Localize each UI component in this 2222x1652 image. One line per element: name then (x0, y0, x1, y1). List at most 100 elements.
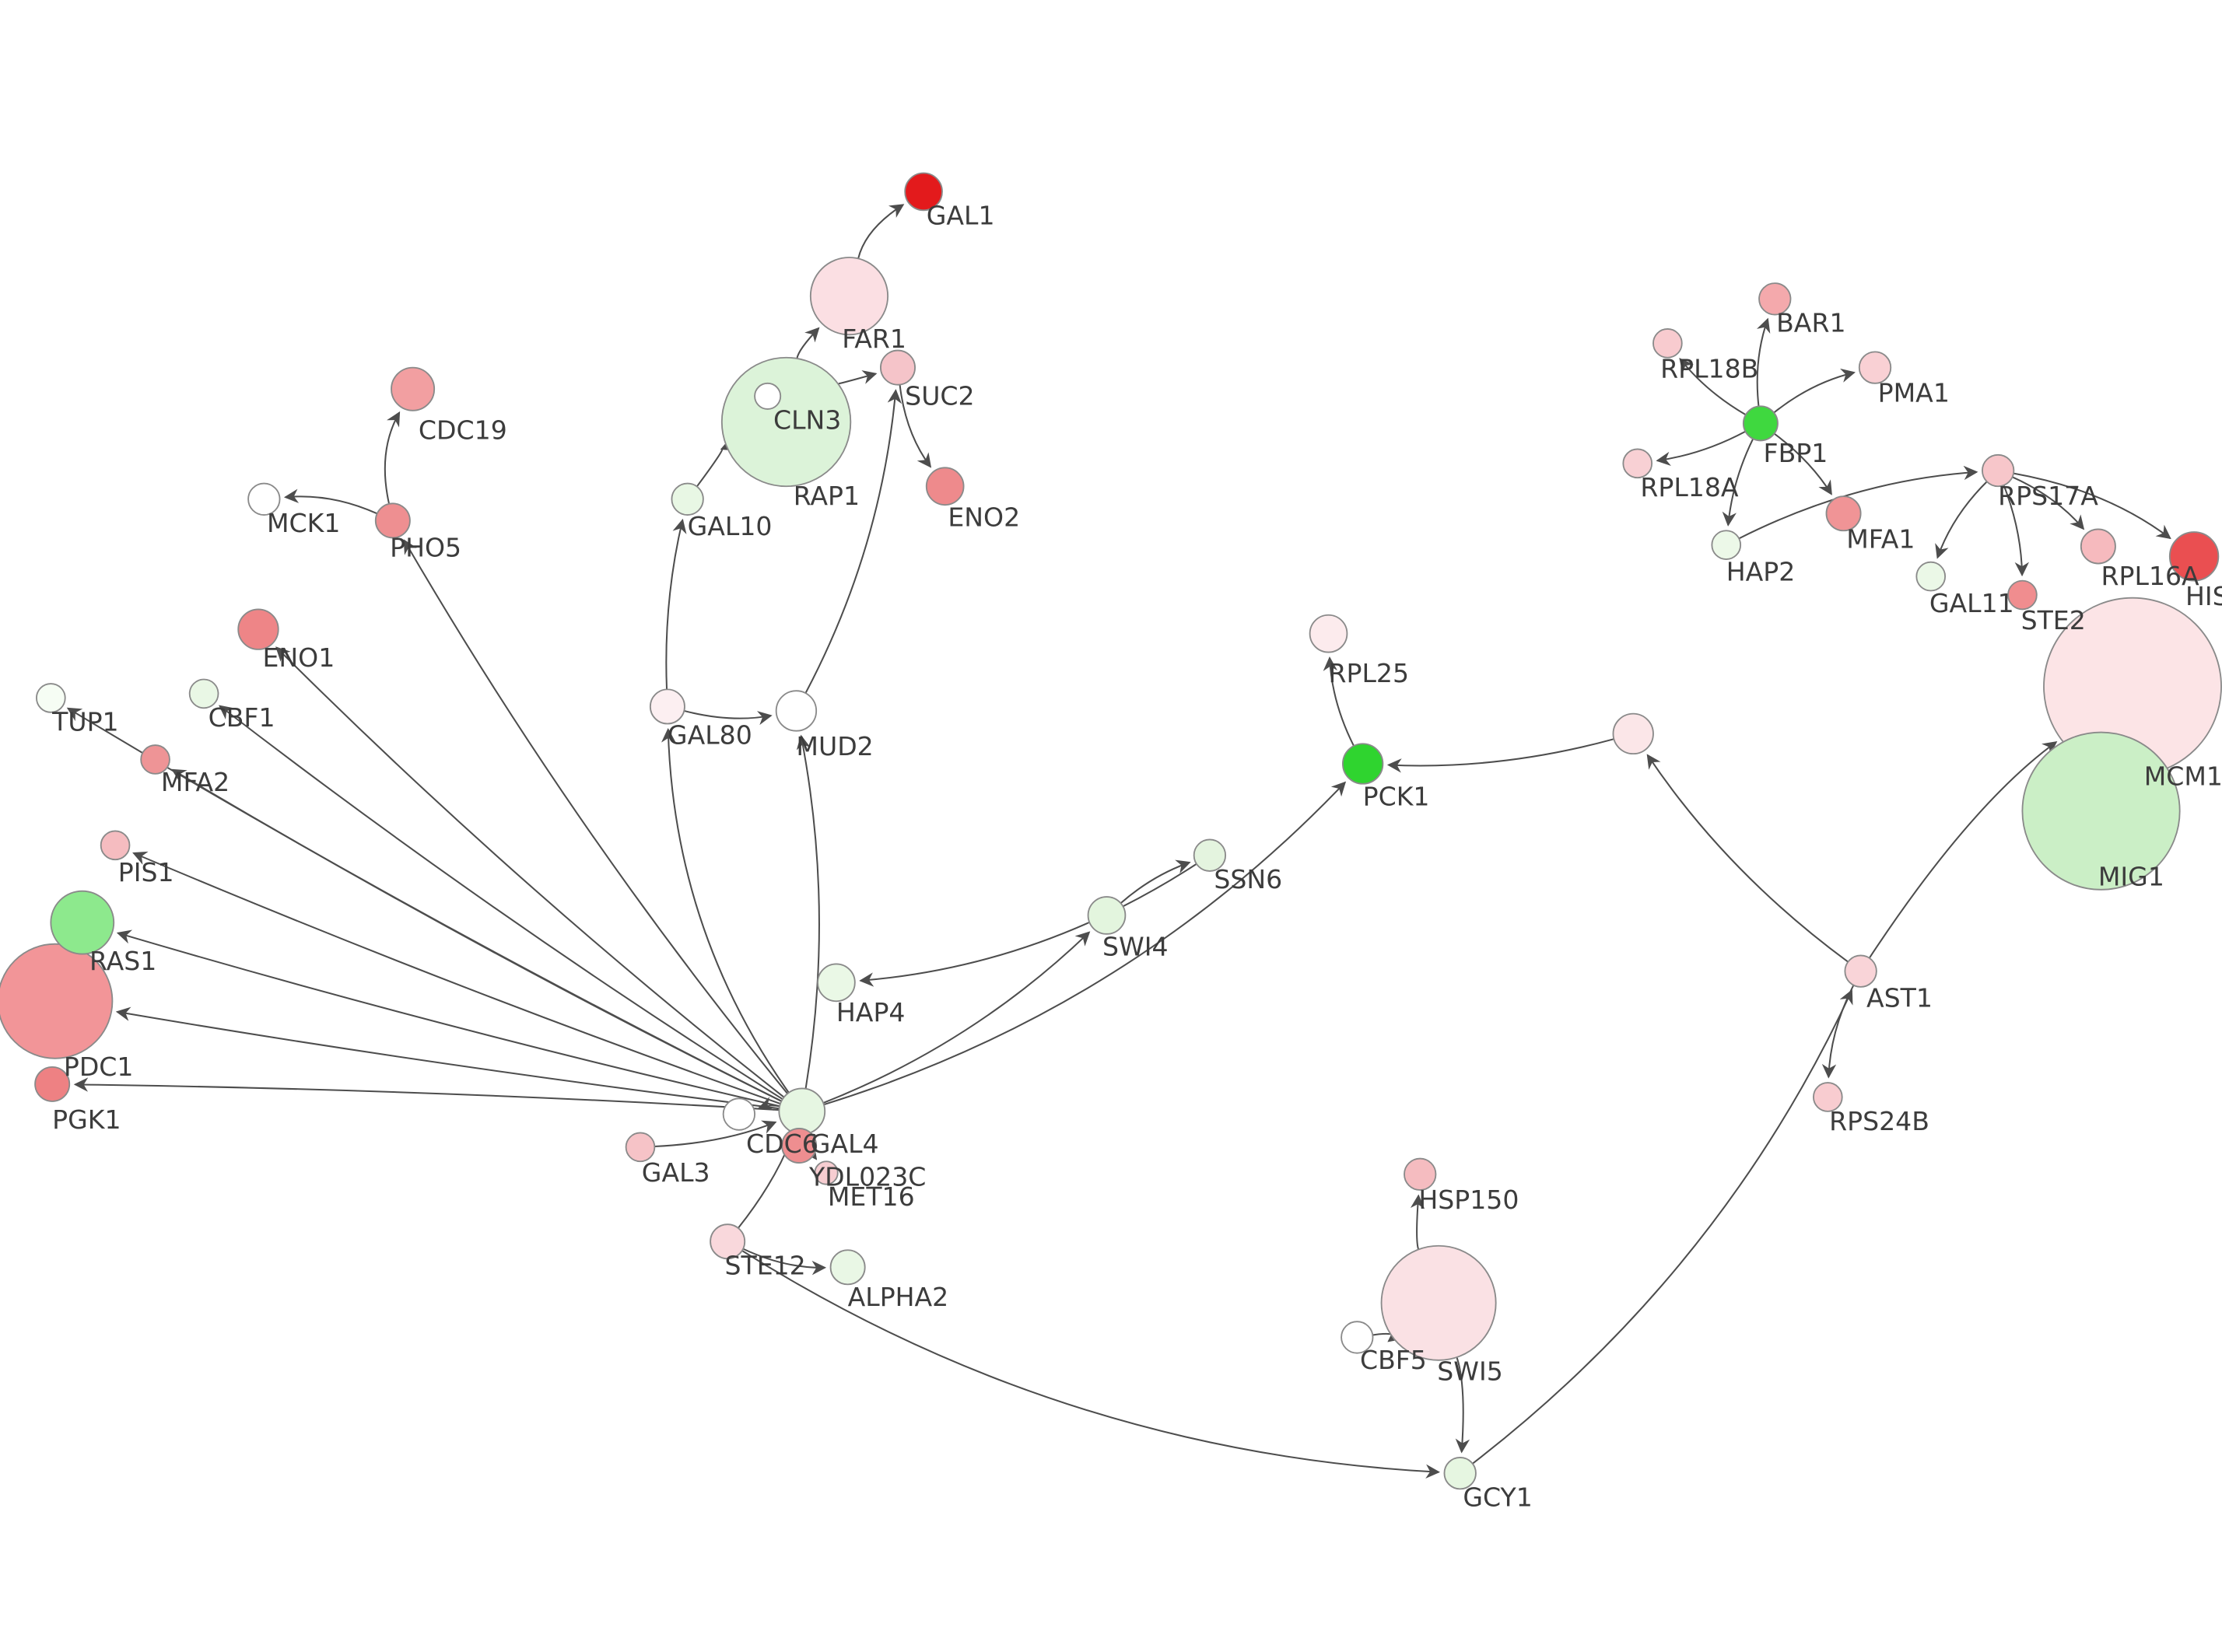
edge-rap1-far1[interactable] (796, 327, 820, 359)
edge-gal4-swi4[interactable] (822, 931, 1091, 1104)
edge-gal4-pck1[interactable] (823, 781, 1347, 1106)
edge-fbp1-rpl18a[interactable] (1656, 430, 1746, 467)
node-bar1[interactable] (1758, 282, 1792, 316)
node-ssn6[interactable] (1193, 838, 1227, 872)
node-ras1[interactable] (50, 890, 115, 955)
node-mfa2[interactable] (140, 744, 170, 775)
node-mig1[interactable] (2021, 731, 2181, 891)
node-cln3[interactable] (754, 382, 782, 410)
edge-fbp1-hap2[interactable] (1722, 438, 1754, 527)
edge-gal80-mud2[interactable] (684, 709, 773, 726)
edge-hap2-rps17a[interactable] (1738, 465, 1978, 540)
edge-swi4-ssn6[interactable] (1120, 859, 1191, 904)
node-rap1[interactable] (720, 356, 852, 488)
node-swi5[interactable] (1380, 1244, 1497, 1361)
node-pdc1[interactable] (0, 943, 114, 1059)
edge-pho5-cdc19[interactable] (384, 411, 401, 505)
edge-fbp1-pma1[interactable] (1773, 368, 1856, 414)
edge-gal4-cbf1[interactable] (219, 705, 783, 1101)
edge-rps17a-his4[interactable] (2013, 472, 2171, 540)
edge-gcy1-ast1[interactable] (1472, 989, 1853, 1465)
node-pho5[interactable] (374, 502, 411, 539)
node-rpl18b[interactable] (1652, 328, 1683, 359)
node-rpl18a[interactable] (1622, 448, 1653, 479)
edge-pho5-mck1[interactable] (283, 488, 378, 515)
edge-gal3-gal4[interactable] (654, 1120, 777, 1148)
edge-cbf5-swi5[interactable] (1372, 1328, 1404, 1342)
node-cdc19[interactable] (391, 366, 436, 411)
node-ste12[interactable] (710, 1223, 746, 1260)
edge-gal4-cdc6[interactable] (758, 1097, 780, 1111)
edge-ssn6-hap4[interactable] (859, 863, 1197, 987)
edge-ast1-mcm1[interactable] (1868, 741, 2058, 959)
node-hap4[interactable] (817, 963, 856, 1003)
node-eno2[interactable] (925, 467, 965, 506)
edge-unnamed-pck1[interactable] (1386, 738, 1614, 773)
edge-rps17a-ste2[interactable] (2003, 485, 2030, 577)
edge-gal4-mud2[interactable] (796, 734, 820, 1090)
node-suc2[interactable] (880, 349, 916, 386)
node-unnamed[interactable] (1612, 712, 1654, 755)
node-mfa1[interactable] (1825, 495, 1862, 532)
node-mud2[interactable] (775, 690, 818, 732)
edge-fbp1-mfa1[interactable] (1773, 432, 1832, 495)
node-alpha2[interactable] (829, 1249, 866, 1286)
edge-gal4-pgk1[interactable] (73, 1077, 780, 1111)
node-cbf5[interactable] (1341, 1321, 1374, 1354)
node-cbf1[interactable] (188, 678, 219, 709)
node-pgk1[interactable] (34, 1066, 71, 1102)
edge-ste12-gcy1[interactable] (741, 1250, 1440, 1479)
edge-gal10-rap1[interactable] (696, 437, 737, 488)
node-gal3[interactable] (625, 1132, 656, 1163)
edge-far1-gal1[interactable] (857, 204, 905, 259)
node-gal1[interactable] (904, 172, 943, 212)
node-ast1[interactable] (1844, 954, 1877, 988)
edge-gal4-gal80[interactable] (661, 728, 790, 1094)
edge-swi5-hsp150[interactable] (1410, 1194, 1425, 1250)
node-gal80[interactable] (649, 688, 685, 725)
node-far1[interactable] (809, 257, 889, 336)
edge-gal4-ras1[interactable] (116, 929, 780, 1108)
edge-rap1-suc2[interactable] (837, 370, 878, 385)
node-mck1[interactable] (247, 482, 281, 516)
edge-gal80-gal10[interactable] (665, 518, 687, 690)
edge-ast1-unnamed[interactable] (1646, 754, 1849, 963)
edge-suc2-eno2[interactable] (899, 384, 932, 468)
node-tup1[interactable] (36, 683, 66, 713)
edge-rps17a-rpl16a[interactable] (2012, 476, 2085, 530)
node-hap2[interactable] (1711, 530, 1742, 560)
node-rps17a[interactable] (1982, 453, 2015, 488)
node-gal4[interactable] (778, 1087, 826, 1136)
node-pis1[interactable] (100, 830, 131, 861)
node-fbp1[interactable] (1742, 405, 1779, 442)
node-pck1[interactable] (1341, 743, 1384, 785)
edge-ast1-rps24b[interactable] (1821, 985, 1855, 1079)
node-pma1[interactable] (1858, 351, 1892, 384)
edge-gal4-pho5[interactable] (403, 539, 788, 1094)
edge-gal4-mfa2[interactable] (171, 768, 782, 1102)
edge-mud2-suc2[interactable] (804, 389, 902, 694)
node-hsp150[interactable] (1404, 1157, 1437, 1191)
node-eno1[interactable] (237, 608, 279, 650)
edge-ste12-alpha2[interactable] (742, 1248, 827, 1276)
node-ste2[interactable] (2007, 579, 2038, 611)
edge-fbp1-bar1[interactable] (1756, 317, 1771, 407)
node-rps24b[interactable] (1813, 1082, 1843, 1112)
edge-gal4-eno1[interactable] (275, 646, 785, 1098)
node-his4[interactable] (2168, 531, 2220, 582)
edge-rps17a-gal11[interactable] (1935, 481, 1988, 559)
node-cdc6[interactable] (722, 1097, 756, 1131)
edge-pck1-rpl25[interactable] (1323, 656, 1355, 747)
node-rpl16a[interactable] (2080, 528, 2116, 565)
node-ydl023c[interactable] (781, 1128, 818, 1164)
edge-fbp1-rpl18b[interactable] (1679, 358, 1747, 416)
edge-gal4-pis1[interactable] (132, 851, 781, 1105)
edge-gal4-pdc1[interactable] (115, 1006, 780, 1110)
node-swi4[interactable] (1087, 896, 1127, 935)
node-gal11[interactable] (1915, 561, 1947, 592)
node-gal10[interactable] (671, 482, 704, 516)
node-rpl25[interactable] (1309, 614, 1348, 653)
node-met16[interactable] (814, 1160, 839, 1185)
edge-swi5-gcy1[interactable] (1455, 1356, 1470, 1454)
node-gcy1[interactable] (1443, 1456, 1477, 1490)
